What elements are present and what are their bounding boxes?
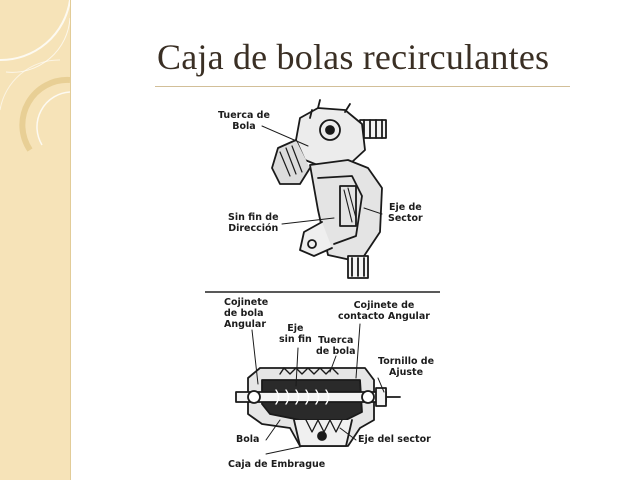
label-tornillo-de-ajuste: Tornillo de Ajuste (378, 356, 434, 378)
label-tuerca-de-bola: Tuerca de Bola (218, 110, 270, 132)
label-cojinete-bola-line3: Angular (224, 319, 267, 330)
label-tornillo-line1: Tornillo de (378, 356, 435, 367)
label-sin-fin-de-direccion: Sin fin de Dirección (228, 212, 279, 234)
label-cojinete-contacto-line2: contacto Angular (338, 311, 430, 322)
label-tornillo-line2: Ajuste (389, 367, 424, 378)
label-eje-sinfin-line2: sin fin (279, 334, 312, 345)
label-eje-sinfin-line1: Eje (287, 323, 304, 334)
label-eje-del-sector: Eje del sector (358, 434, 431, 445)
label-cojinete-bola-line2: de bola (224, 308, 264, 319)
label-eje-de-sector: Eje de Sector (388, 202, 423, 224)
label-tuerca-line2: Bola (232, 121, 256, 132)
label-eje-sector-line1: Eje de (388, 202, 422, 213)
label-tuerca-de-bola-cutaway: Tuerca de bola (316, 335, 356, 357)
label-tuerca-cutaway-line2: de bola (316, 346, 356, 357)
title-underline (155, 86, 570, 87)
label-tuerca-cutaway-line1: Tuerca (318, 335, 354, 346)
sidebar-arcs-decoration (0, 0, 70, 152)
label-cojinete-contacto-line1: Cojinete de (353, 300, 415, 311)
label-cojinete-bola-line1: Cojinete (224, 297, 269, 308)
label-caja-de-embrague: Caja de Embrague (228, 459, 326, 470)
label-cojinete-bola-angular: Cojinete de bola Angular (224, 297, 268, 330)
decorative-sidebar (0, 0, 71, 480)
label-tuerca-line1: Tuerca de (218, 110, 270, 121)
slide-title: Caja de bolas recirculantes (157, 37, 550, 77)
label-sinfin-line1: Sin fin de (228, 212, 279, 223)
label-cojinete-contacto-angular: Cojinete de contacto Angular (338, 300, 430, 322)
label-eje-sector-line2: Sector (388, 213, 423, 224)
label-bola: Bola (236, 434, 260, 445)
label-sinfin-line2: Dirección (228, 223, 279, 234)
label-eje-sin-fin: Eje sin fin (279, 323, 312, 345)
